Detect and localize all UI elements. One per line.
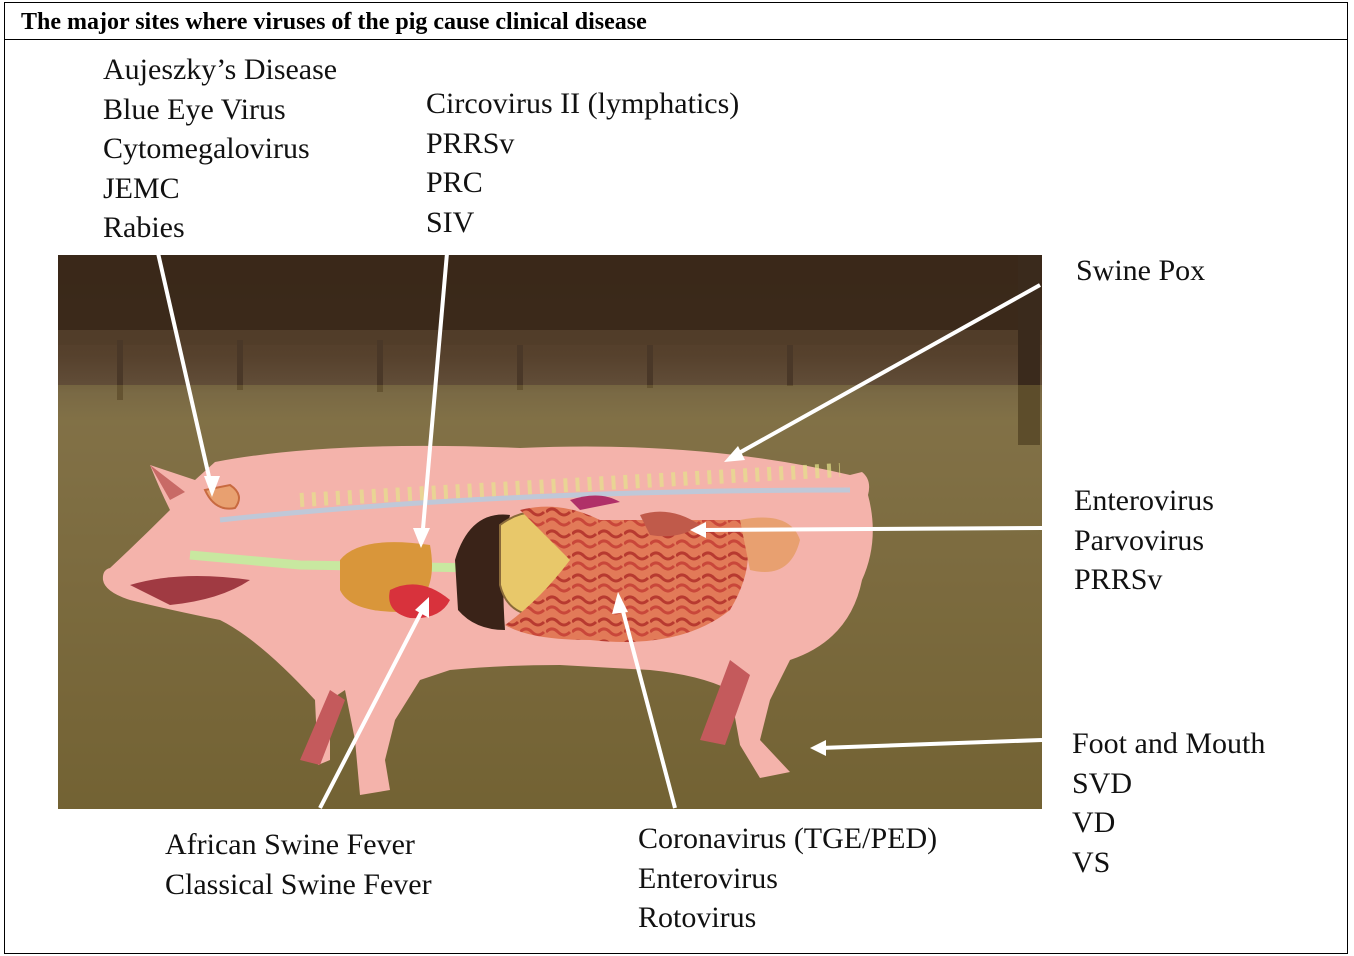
skin-viruses-list: Swine Pox: [1076, 251, 1205, 291]
blood-viruses-list: African Swine Fever Classical Swine Feve…: [165, 825, 432, 904]
label-enterovirus-reproductive: Enterovirus: [1074, 481, 1214, 521]
label-vs: VS: [1072, 843, 1265, 883]
label-african-swine-fever: African Swine Fever: [165, 825, 432, 865]
label-circovirus: Circovirus II (lymphatics): [426, 84, 739, 124]
label-vd: VD: [1072, 803, 1265, 843]
label-swine-pox: Swine Pox: [1076, 251, 1205, 291]
label-svd: SVD: [1072, 764, 1265, 804]
label-coronavirus: Coronavirus (TGE/PED): [638, 819, 937, 859]
label-jemc: JEMC: [103, 169, 337, 209]
label-rabies: Rabies: [103, 208, 337, 248]
label-siv: SIV: [426, 203, 739, 243]
label-rotovirus: Rotovirus: [638, 898, 937, 938]
arrow-reproductive: [700, 528, 1042, 530]
respiratory-viruses-list: Circovirus II (lymphatics) PRRSv PRC SIV: [426, 84, 739, 242]
label-cytomegalovirus: Cytomegalovirus: [103, 129, 337, 169]
label-enterovirus-intestine: Enterovirus: [638, 859, 937, 899]
feet-viruses-list: Foot and Mouth SVD VD VS: [1072, 724, 1265, 882]
label-prrsv-reproductive: PRRSv: [1074, 560, 1214, 600]
label-foot-and-mouth: Foot and Mouth: [1072, 724, 1265, 764]
label-prrsv-respiratory: PRRSv: [426, 124, 739, 164]
reproductive-viruses-list: Enterovirus Parvovirus PRRSv: [1074, 481, 1214, 600]
label-parvovirus: Parvovirus: [1074, 521, 1214, 561]
intestine-viruses-list: Coronavirus (TGE/PED) Enterovirus Rotovi…: [638, 819, 937, 938]
nervous-viruses-list: Aujeszky’s Disease Blue Eye Virus Cytome…: [103, 50, 337, 248]
label-prc: PRC: [426, 163, 739, 203]
label-blue-eye-virus: Blue Eye Virus: [103, 90, 337, 130]
label-classical-swine-fever: Classical Swine Fever: [165, 865, 432, 905]
label-aujeszkys-disease: Aujeszky’s Disease: [103, 50, 337, 90]
